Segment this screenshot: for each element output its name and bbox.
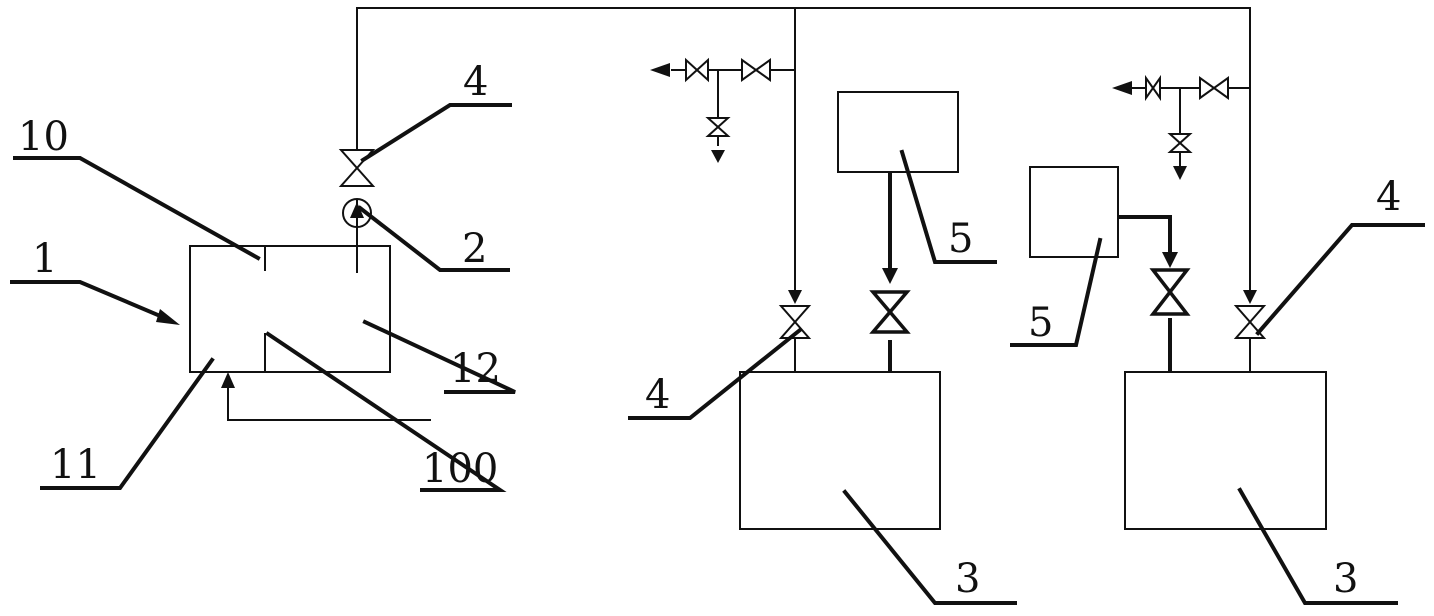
label-valve-4-top: 4 [463,59,488,105]
vent-valve-group-right [1112,74,1251,180]
reservoir-5-left [837,91,959,334]
label-chamber-11: 11 [50,442,101,488]
receiver-3-left [739,290,941,530]
reservoir-5-right [1029,166,1191,316]
label-receiver-3-left: 3 [955,556,980,602]
label-reservoir-5-right: 5 [1028,300,1053,346]
pump-2 [342,198,372,228]
label-valve-4-right-receiver: 4 [1376,174,1401,220]
vent-valve-group-left [650,57,796,163]
label-pump-2: 2 [462,226,487,272]
label-receiver-3-right: 3 [1333,556,1358,602]
label-gap-100: 100 [422,446,498,492]
leader-lines [10,103,1425,605]
label-chamber-12: 12 [450,346,501,392]
label-tank-1: 1 [32,236,57,282]
labels: 1 10 11 100 12 4 2 4 5 5 4 3 3 [18,59,1401,602]
main-header-pipe [356,7,1251,291]
receiver-3-right [1124,290,1327,530]
label-valve-4-left-receiver: 4 [645,372,670,418]
label-partition-10: 10 [18,114,69,160]
label-reservoir-5-left: 5 [948,216,973,262]
